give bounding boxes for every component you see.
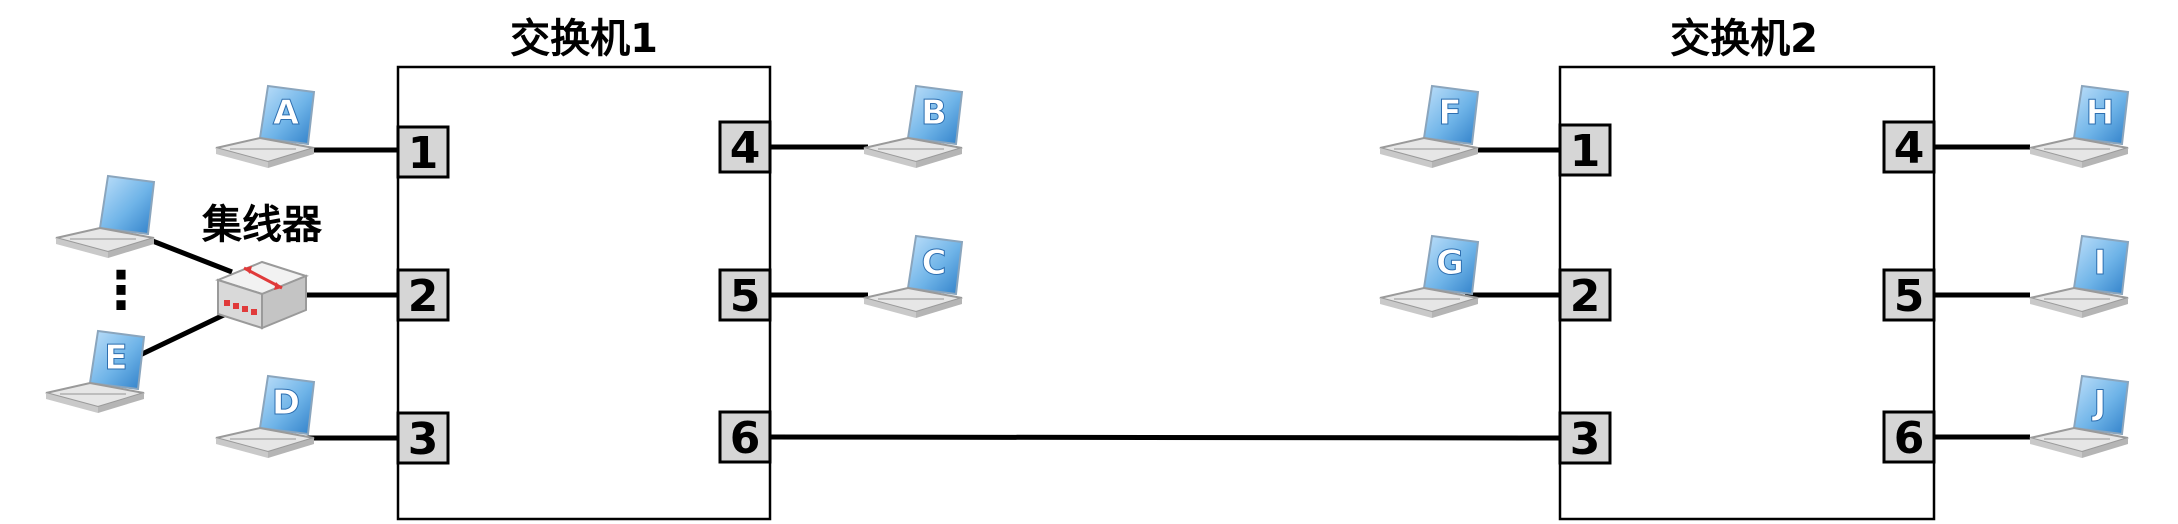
switch-1-port-5: 5 — [718, 268, 772, 322]
switch-2-title: 交换机2 — [1670, 16, 1818, 62]
computer-label-c: C — [922, 243, 947, 283]
switch-2-port-2: 2 — [1558, 268, 1612, 322]
svg-text:1: 1 — [1570, 126, 1601, 177]
laptop-icon-d: D — [215, 375, 315, 459]
svg-text:2: 2 — [1570, 271, 1601, 322]
svg-text:5: 5 — [1894, 271, 1925, 322]
laptop-icon-i: I — [2029, 235, 2129, 319]
svg-text:3: 3 — [1570, 414, 1601, 465]
computer-label-d: D — [272, 383, 300, 423]
computer-label-g: G — [1436, 243, 1464, 283]
wire-top-pc-hub — [149, 237, 233, 275]
laptop-icon-e: E — [45, 330, 145, 414]
computer-label-j: J — [2092, 383, 2107, 423]
computer-label-f: F — [1438, 93, 1461, 133]
svg-text:4: 4 — [1894, 123, 1925, 174]
svg-text:2: 2 — [408, 271, 439, 322]
svg-text:6: 6 — [1894, 413, 1925, 464]
wire-switch1-switch2 — [769, 434, 1561, 441]
wire-e-hub — [138, 309, 232, 358]
computer-label-b: B — [921, 93, 947, 133]
laptop-icon-g: G — [1379, 235, 1479, 319]
computer-label-h: H — [2086, 93, 2114, 133]
laptop-icon-f: F — [1379, 85, 1479, 169]
switch-2-box — [1558, 65, 1936, 521]
laptop-icon-c: C — [863, 235, 963, 319]
switch-1-port-4: 4 — [718, 120, 772, 174]
svg-text:6: 6 — [730, 413, 761, 464]
computer-label-a: A — [273, 93, 300, 133]
switch-2-port-3: 3 — [1558, 411, 1612, 465]
svg-text:5: 5 — [730, 271, 761, 322]
switch-2-port-4: 4 — [1882, 120, 1936, 174]
svg-text:1: 1 — [408, 128, 439, 179]
switch-1-box — [396, 65, 772, 521]
switch-2-port-1: 1 — [1558, 123, 1612, 177]
switch-2-port-6: 6 — [1882, 410, 1936, 464]
more-devices-ellipsis: ⋮ — [95, 261, 147, 321]
switch-1-port-3: 3 — [396, 411, 450, 465]
switch-1-port-2: 2 — [396, 268, 450, 322]
svg-text:3: 3 — [408, 414, 439, 465]
laptop-icon-hub-top — [55, 175, 155, 259]
computer-label-i: I — [2094, 243, 2107, 283]
svg-text:4: 4 — [730, 123, 761, 174]
switch-1-port-6: 6 — [718, 410, 772, 464]
hub-icon — [215, 260, 309, 330]
laptop-icon-b: B — [863, 85, 963, 169]
hub-label: 集线器 — [201, 202, 323, 248]
switch-1-port-1: 1 — [396, 125, 450, 179]
computer-label-e: E — [104, 338, 127, 378]
laptop-icon-j: J — [2029, 375, 2129, 459]
switch-1-title: 交换机1 — [510, 16, 658, 62]
switch-2-port-5: 5 — [1882, 268, 1936, 322]
laptop-icon-a: A — [215, 85, 315, 169]
laptop-icon-h: H — [2029, 85, 2129, 169]
